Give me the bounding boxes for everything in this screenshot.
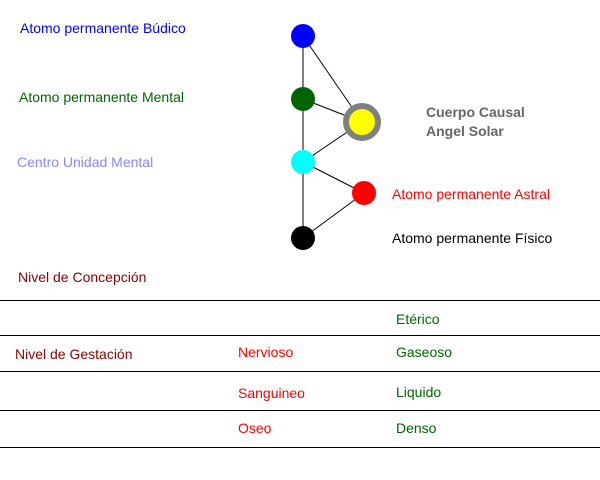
solar-angel-label: Angel Solar (426, 123, 504, 139)
gaseous-label: Gaseoso (396, 344, 453, 360)
liquid-label: Liquido (396, 384, 442, 400)
mental-atom-label: Atomo permanente Mental (19, 89, 184, 105)
causal-body-label: Cuerpo Causal (426, 104, 525, 120)
divider-line (0, 300, 600, 301)
mental-atom-node (291, 87, 315, 111)
solar-angel-node (343, 103, 381, 141)
astral-atom-label: Atomo permanente Astral (392, 186, 550, 202)
nervous-label: Nervioso (238, 344, 294, 360)
fisico-atom-node (291, 226, 315, 250)
fisico-atom-label: Atomo permanente Físico (392, 230, 553, 246)
etheric-label: Etérico (396, 311, 440, 327)
divider-line (0, 447, 600, 448)
divider-line (0, 371, 600, 372)
sanguine-label: Sanguineo (238, 385, 305, 401)
unidad-mental-node (291, 150, 315, 174)
gestation-level-label: Nivel de Gestación (15, 346, 133, 362)
dense-label: Denso (396, 420, 437, 436)
divider-line (0, 410, 600, 411)
divider-line (0, 335, 600, 336)
astral-fisico-connector (302, 192, 365, 239)
astral-atom-node (352, 181, 376, 205)
budico-atom-node (291, 24, 315, 48)
unidad-mental-label: Centro Unidad Mental (17, 154, 154, 170)
bone-label: Oseo (238, 420, 272, 436)
budico-atom-label: Atomo permanente Búdico (20, 20, 186, 36)
conception-level-label: Nivel de Concepción (18, 269, 147, 285)
